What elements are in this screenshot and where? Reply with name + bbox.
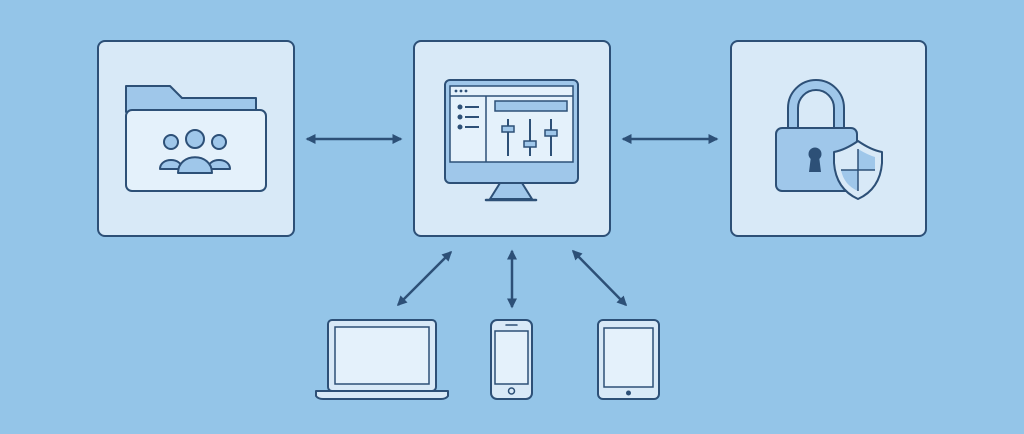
desktop-monitor-sliders-icon xyxy=(444,79,579,202)
keyhole-icon xyxy=(808,147,822,172)
users-icon xyxy=(159,129,231,174)
arrow-console-tablet xyxy=(571,249,628,307)
tablet-icon xyxy=(597,319,660,400)
shared-folder-node xyxy=(97,40,295,237)
shared-users-folder-icon xyxy=(125,85,267,192)
connections xyxy=(305,134,719,309)
sidebar-list-icon xyxy=(457,104,479,130)
sliders-icon xyxy=(501,119,558,156)
padlock-shield-icon xyxy=(775,79,883,200)
management-console-node xyxy=(413,40,611,237)
laptop-icon xyxy=(315,319,449,400)
smartphone-icon xyxy=(490,319,533,400)
arrow-console-laptop xyxy=(396,250,453,307)
security-node xyxy=(730,40,927,237)
shield-icon xyxy=(833,140,883,200)
